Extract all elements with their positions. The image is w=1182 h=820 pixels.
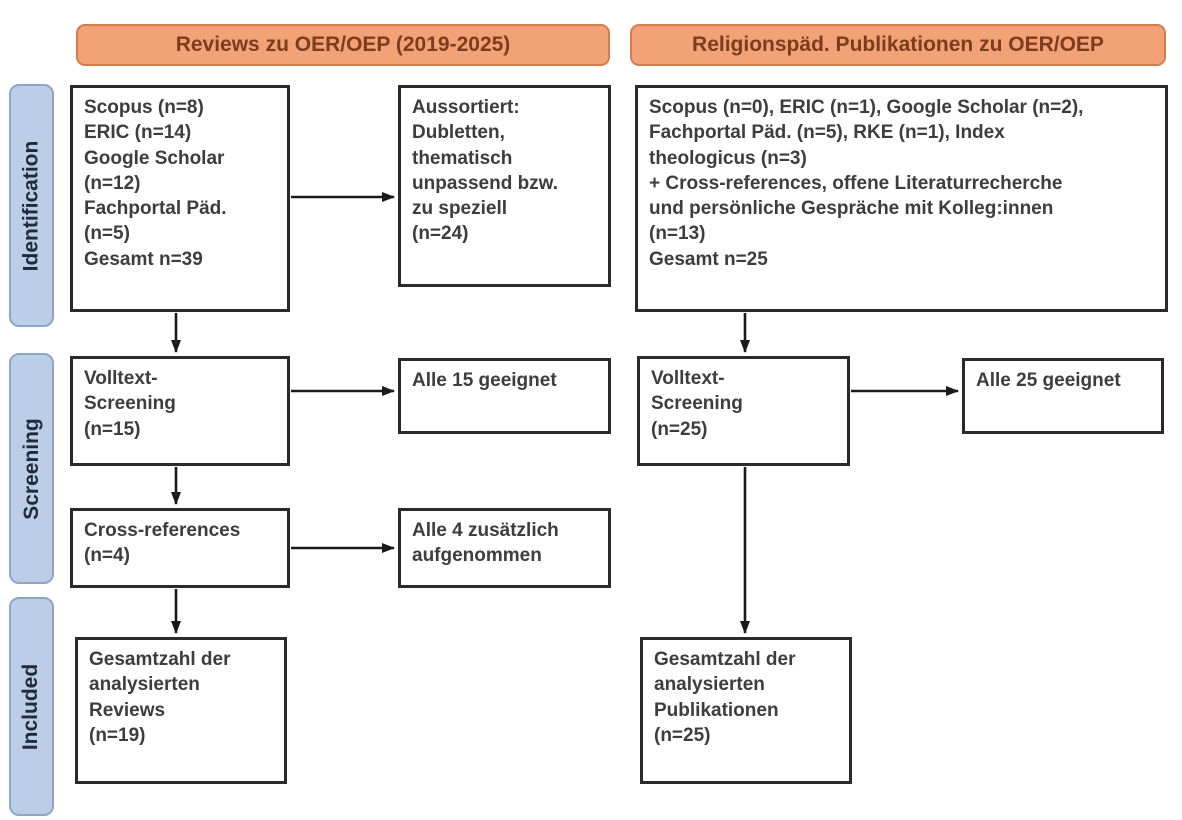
box-right-fulltext-screening: Volltext- Screening (n=25)	[637, 356, 850, 466]
box-left-identification-sources: Scopus (n=8) ERIC (n=14) Google Scholar …	[70, 85, 290, 312]
stage-screening-label: Screening	[19, 417, 43, 520]
box-left-total-analyzed: Gesamtzahl der analysierten Reviews (n=1…	[75, 637, 287, 784]
column-header-reviews: Reviews zu OER/OEP (2019-2025)	[76, 24, 610, 66]
box-left-eligible: Alle 15 geeignet	[398, 358, 611, 434]
box-right-total-analyzed: Gesamtzahl der analysierten Publikatione…	[640, 637, 852, 784]
stage-included: Included	[9, 597, 54, 816]
box-left-fulltext-screening: Volltext- Screening (n=15)	[70, 356, 290, 466]
box-right-eligible: Alle 25 geeignet	[962, 358, 1164, 434]
stage-identification-label: Identification	[19, 140, 43, 271]
column-header-religionspaed: Religionspäd. Publikationen zu OER/OEP	[630, 24, 1166, 66]
box-left-cross-references: Cross-references (n=4)	[70, 508, 290, 588]
box-right-identification-sources: Scopus (n=0), ERIC (n=1), Google Scholar…	[635, 85, 1168, 312]
stage-included-label: Included	[19, 663, 43, 750]
box-left-cross-references-added: Alle 4 zusätzlich aufgenommen	[398, 508, 611, 588]
box-left-excluded: Aussortiert: Dubletten, thematisch unpas…	[398, 85, 611, 287]
stage-screening: Screening	[9, 353, 54, 584]
stage-identification: Identification	[9, 84, 54, 327]
